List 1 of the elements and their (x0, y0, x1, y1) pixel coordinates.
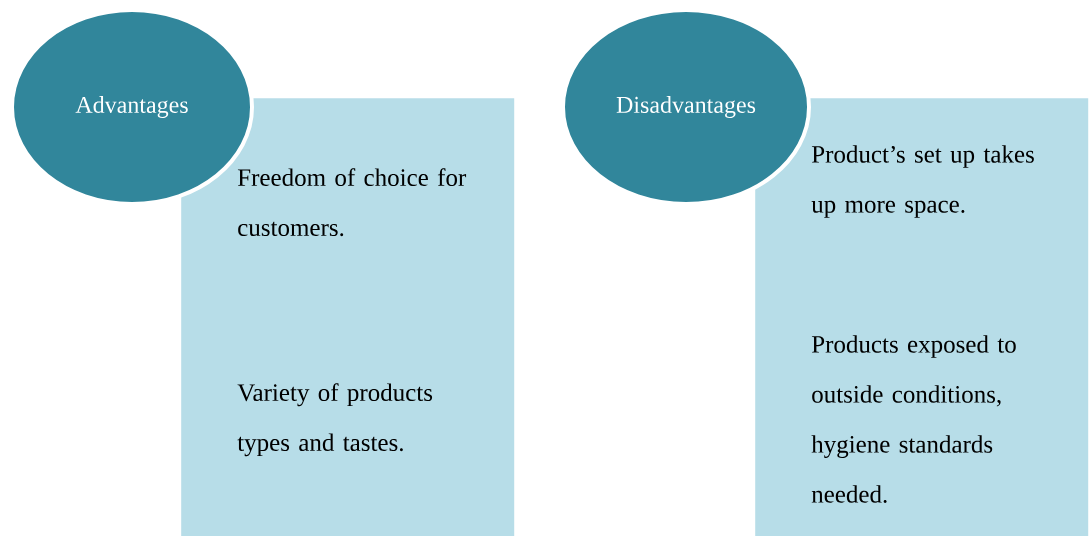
text-panel: Product’s set up takes up more space. Products exposed to outside conditions, hygiene standards needed. (755, 98, 1089, 536)
